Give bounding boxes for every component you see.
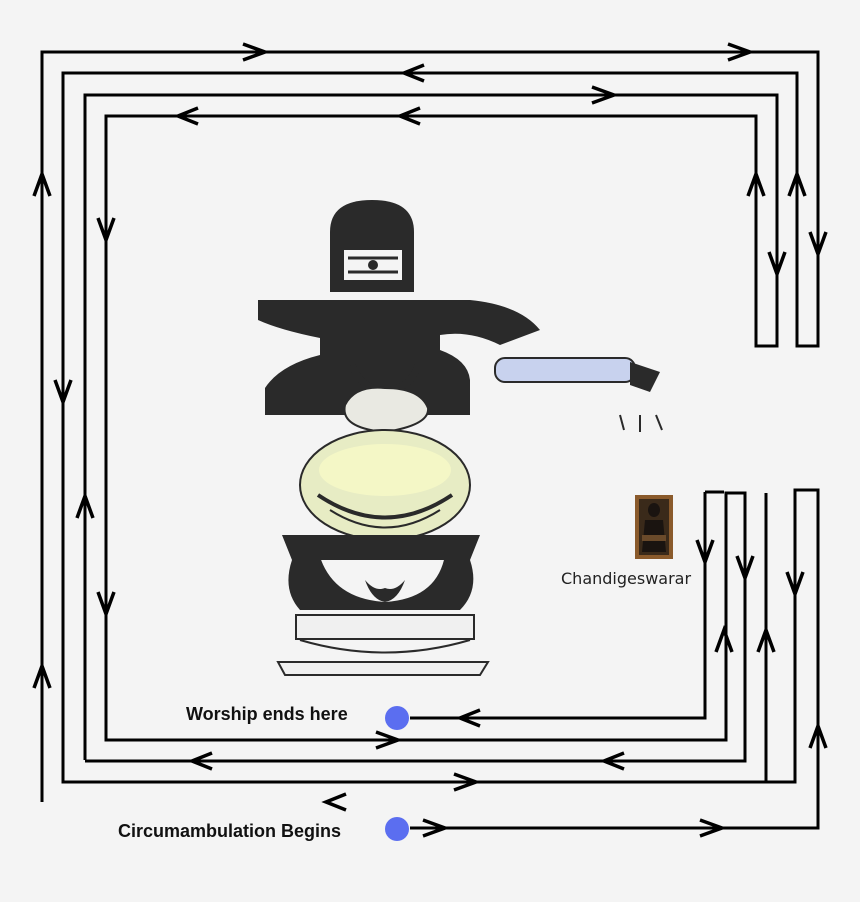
- circumambulation-path: [40, 50, 820, 830]
- end-marker: [385, 706, 409, 730]
- start-marker: [385, 817, 409, 841]
- start-label: Circumambulation Begins: [118, 821, 341, 841]
- pedestal-icon: [276, 535, 490, 676]
- direction-arrows: [32, 42, 828, 838]
- lingam-idol-icon: [258, 200, 663, 432]
- deity-image-icon: [635, 495, 673, 559]
- deity-label: Chandigeswarar: [561, 569, 691, 588]
- end-label: Worship ends here: [186, 704, 348, 724]
